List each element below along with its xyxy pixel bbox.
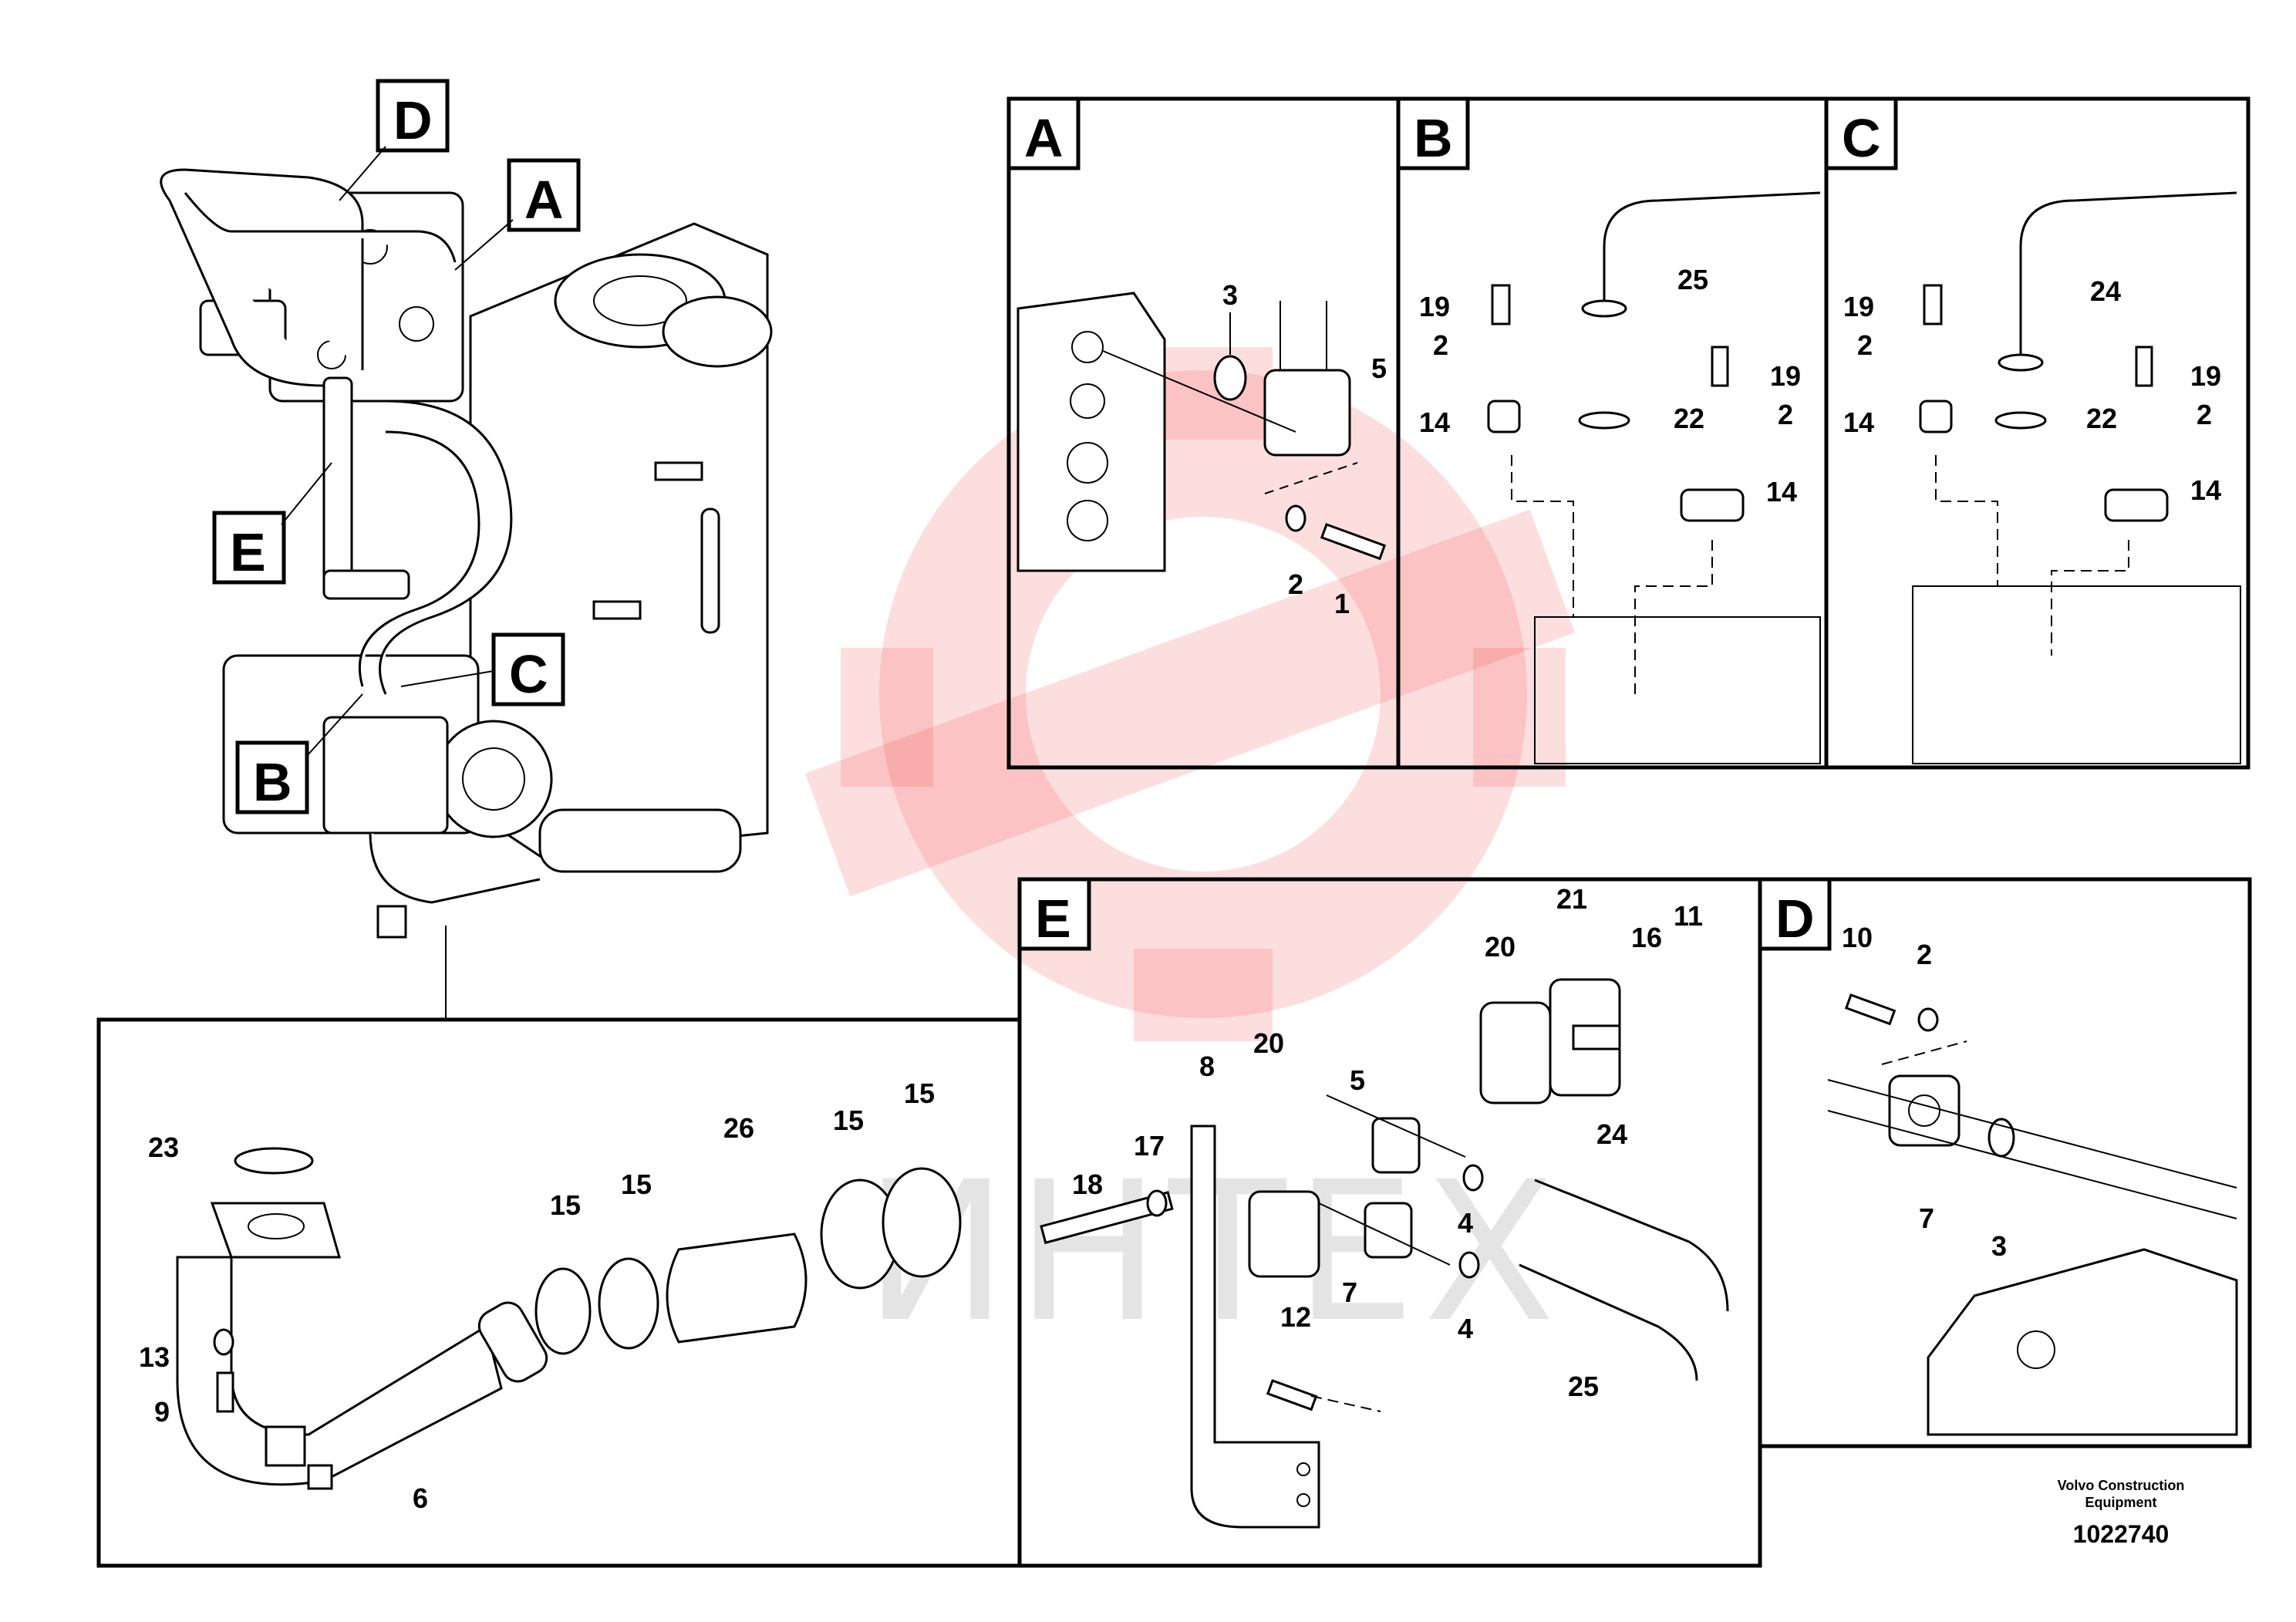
callout-17: 17: [1134, 1130, 1165, 1162]
callout-7: 7: [1342, 1276, 1357, 1308]
callout-2: 2: [1857, 329, 1873, 361]
callout-9: 9: [154, 1396, 170, 1428]
callout-15: 15: [550, 1189, 581, 1221]
callout-25: 25: [1677, 264, 1708, 295]
overview-tag-a: A: [454, 158, 581, 271]
callout-20: 20: [1485, 931, 1515, 963]
panel-a-letter: A: [1024, 108, 1064, 168]
title-block: Volvo Construction Equipment 1022740: [2021, 1477, 2221, 1549]
detail-panel-c: C 24 19 2 14 22 19 2 14: [1824, 96, 2250, 770]
detail-panel-d: D 10 2 7 3: [1758, 877, 2252, 1448]
callout-21: 21: [1556, 883, 1587, 915]
callout-26: 26: [723, 1112, 754, 1144]
callout-2: 2: [1778, 399, 1793, 430]
drawing-number: 1022740: [2072, 1520, 2170, 1548]
panel-d-letter: D: [1775, 889, 1815, 949]
company-name-line1: Volvo Construction: [2057, 1478, 2185, 1493]
callout-20: 20: [1253, 1027, 1284, 1059]
callout-2: 2: [2197, 399, 2212, 430]
panel-e-letter: E: [1035, 889, 1071, 949]
watermark-logo: [804, 347, 1575, 1041]
callout-22: 22: [1674, 403, 1704, 434]
callout-6: 6: [413, 1482, 428, 1514]
callout-4: 4: [1458, 1313, 1473, 1344]
overview-tag-e: E: [212, 462, 332, 585]
callout-24: 24: [2090, 275, 2121, 307]
callout-8: 8: [1199, 1050, 1215, 1082]
callout-11: 11: [1674, 900, 1703, 932]
detail-panel-a: A 3 5 2 1: [1006, 96, 1401, 770]
callout-14: 14: [1419, 406, 1450, 438]
panel-c-letter: C: [1842, 108, 1881, 168]
callout-19: 19: [2190, 360, 2221, 392]
detail-panel-b: B 25 19 2 14 22 19 2 14: [1396, 96, 1829, 770]
callout-5: 5: [1350, 1064, 1365, 1096]
callout-2: 2: [1917, 939, 1932, 970]
callout-16: 16: [1631, 922, 1662, 953]
overview-tag-c: C: [400, 632, 565, 706]
callout-15: 15: [904, 1077, 935, 1109]
callout-2: 2: [1288, 568, 1303, 600]
svg-text:D: D: [393, 90, 433, 150]
callout-19: 19: [1770, 360, 1801, 392]
svg-text:E: E: [230, 522, 266, 582]
callout-14: 14: [1843, 406, 1874, 438]
callout-19: 19: [1843, 291, 1874, 322]
callout-23: 23: [148, 1131, 179, 1163]
svg-text:A: A: [524, 170, 564, 230]
callout-10: 10: [1842, 922, 1873, 953]
callout-24: 24: [1596, 1118, 1627, 1150]
overview-machine: [160, 168, 773, 939]
detail-panel-e: E 21 20 16 11 8 20 5 17 18 24 4: [1017, 877, 1762, 1568]
callout-22: 22: [2086, 403, 2117, 434]
callout-15: 15: [621, 1168, 652, 1200]
callout-1: 1: [1334, 588, 1350, 619]
callout-3: 3: [1991, 1230, 2007, 1262]
callout-19: 19: [1419, 291, 1450, 322]
callout-7: 7: [1919, 1202, 1934, 1234]
callout-12: 12: [1280, 1301, 1311, 1333]
overview-tag-d: D: [339, 79, 450, 201]
callout-4: 4: [1458, 1207, 1473, 1239]
svg-text:C: C: [509, 644, 548, 704]
callout-5: 5: [1371, 352, 1387, 384]
callout-14: 14: [2190, 474, 2221, 506]
callout-13: 13: [139, 1341, 170, 1373]
callout-3: 3: [1222, 279, 1238, 311]
overview-tag-b: B: [235, 693, 363, 814]
callout-15: 15: [833, 1104, 864, 1136]
callout-25: 25: [1568, 1371, 1599, 1402]
callout-18: 18: [1072, 1168, 1103, 1200]
callout-14: 14: [1766, 476, 1797, 508]
svg-text:B: B: [253, 752, 292, 812]
detail-panel-suction: 23 13 9 6 15 15 26 15 15: [96, 926, 1022, 1568]
panel-b-letter: B: [1414, 108, 1453, 168]
company-name-line2: Equipment: [2085, 1495, 2157, 1510]
callout-2: 2: [1433, 329, 1448, 361]
